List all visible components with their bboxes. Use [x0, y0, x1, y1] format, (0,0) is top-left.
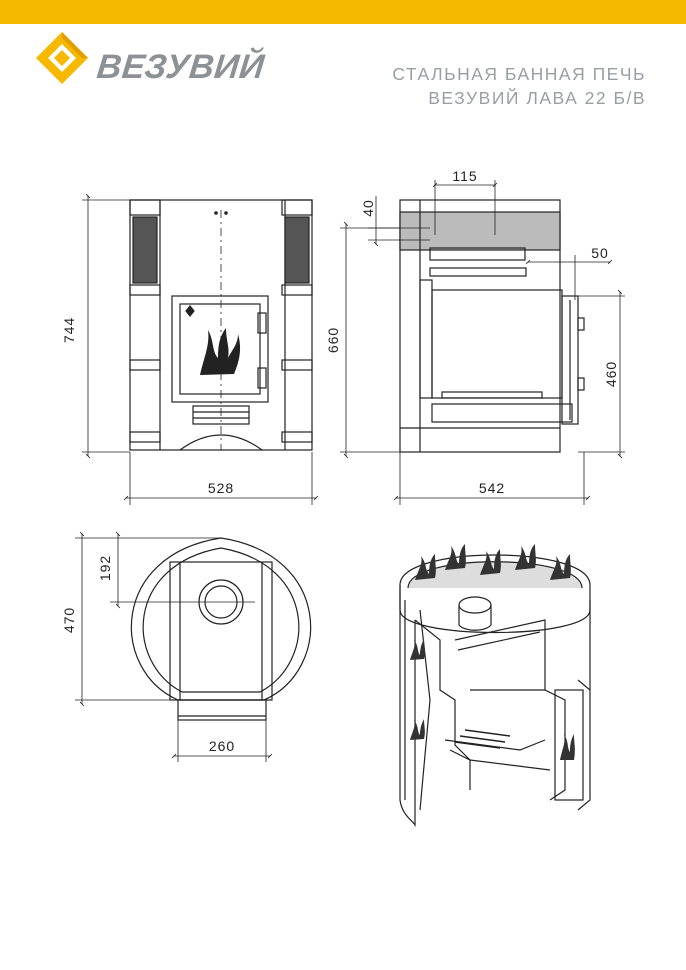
- product-title-line1: СТАЛЬНАЯ БАННАЯ ПЕЧЬ: [392, 64, 646, 84]
- flame-pattern-icon: [284, 216, 310, 284]
- front-door: [171, 295, 269, 403]
- product-title: СТАЛЬНАЯ БАННАЯ ПЕЧЬ ВЕЗУВИЙ ЛАВА 22 Б/В: [392, 62, 646, 110]
- side-door-offset-label: 50: [591, 245, 609, 261]
- plan-outer-outline: [130, 537, 312, 701]
- front-height-label: 744: [61, 317, 77, 343]
- front-door-glass: [179, 303, 261, 395]
- plan-flue-offset-label: 192: [97, 555, 113, 581]
- side-body-outline: [399, 199, 561, 453]
- side-top-width-label: 115: [452, 168, 477, 184]
- side-view: [399, 199, 585, 453]
- cutaway-top: [399, 554, 591, 634]
- plan-depth-label: 470: [61, 607, 77, 633]
- side-dimensions: [340, 180, 625, 505]
- front-width-label: 528: [208, 480, 234, 496]
- flame-pattern-icon: [132, 216, 158, 284]
- vesuvius-logo-icon: [36, 32, 88, 84]
- plan-view: [130, 537, 312, 721]
- cutaway-3d-view: [399, 544, 591, 828]
- ash-drawer: [192, 405, 250, 425]
- flame-pattern-icon: [410, 544, 575, 760]
- side-height-label: 660: [325, 327, 341, 353]
- side-top-offset-label: 40: [360, 199, 376, 217]
- side-door-height-label: 460: [603, 361, 619, 387]
- side-depth-label: 542: [479, 480, 505, 496]
- header-accent-bar: [0, 0, 686, 24]
- front-view: [129, 199, 313, 451]
- flame-pattern-icon: [399, 211, 561, 251]
- front-dimensions: [82, 193, 319, 505]
- flame-pattern-icon: [200, 328, 241, 375]
- plan-dimensions: [75, 531, 273, 762]
- product-title-line2: ВЕЗУВИЙ ЛАВА 22 Б/В: [428, 88, 646, 108]
- plan-width-label: 260: [209, 738, 235, 754]
